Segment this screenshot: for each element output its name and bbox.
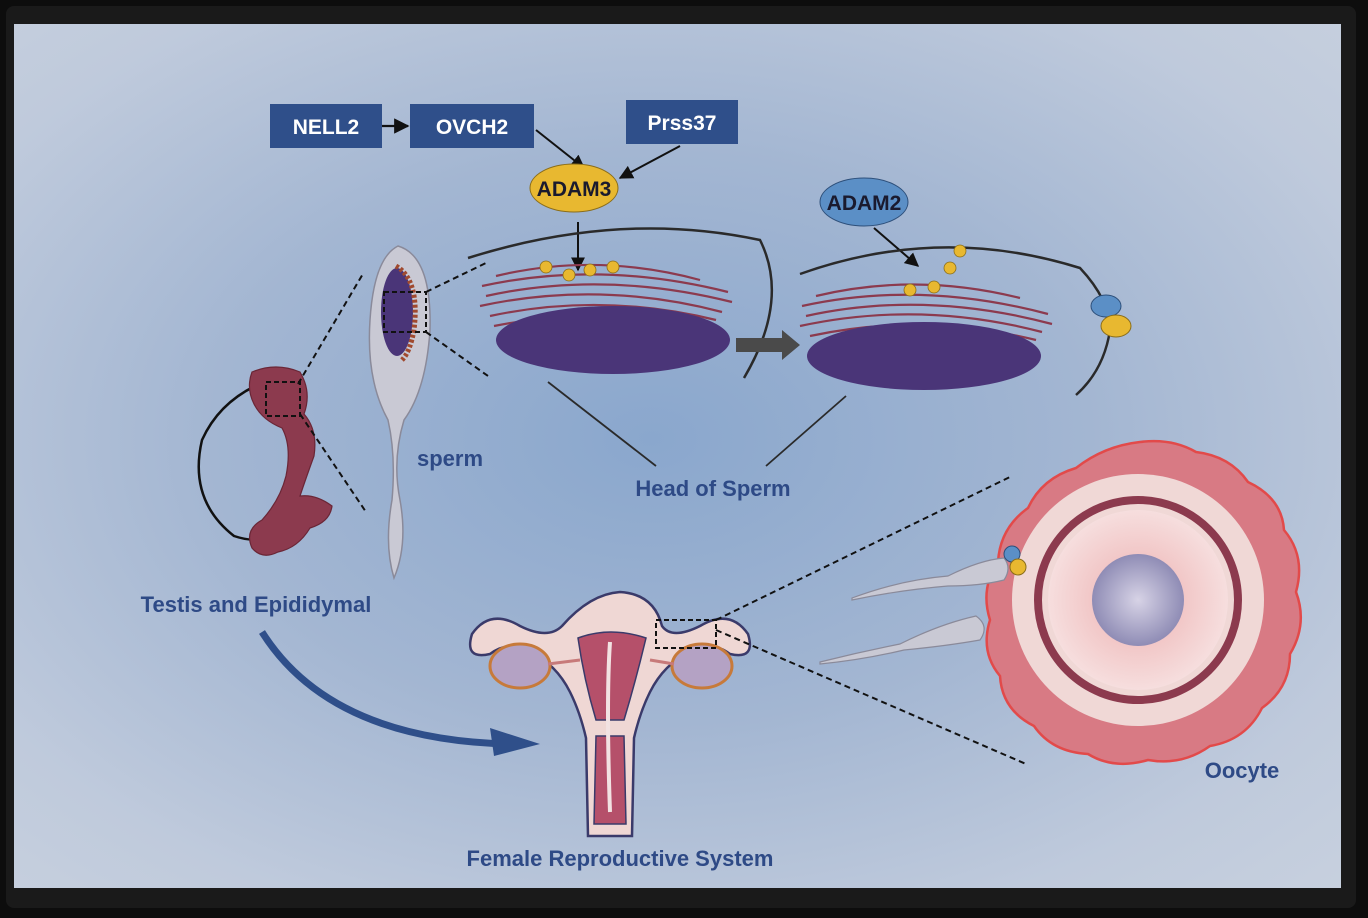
nell2-box: NELL2	[270, 104, 382, 148]
oocyte-membrane-ring	[1034, 496, 1242, 704]
sperm-cell	[368, 245, 431, 581]
sperm-binding-oocyte	[851, 545, 1027, 601]
oocyte-zoom-line-upper	[715, 475, 1013, 621]
sperm-zoom-box	[383, 291, 427, 333]
uterus	[468, 590, 752, 838]
arrow-adam2-down	[873, 227, 920, 267]
nucleus-right	[807, 322, 1041, 390]
adam3-label: ADAM3	[537, 178, 612, 201]
adam3-protein: ADAM3	[529, 163, 619, 213]
arrow-ovch2-adam3	[535, 129, 586, 169]
ovch2-label: OVCH2	[436, 116, 508, 139]
zoom-line-lower	[425, 331, 489, 377]
caption-line-right	[765, 395, 847, 467]
ovch2-box: OVCH2	[410, 104, 534, 148]
head-of-sperm-caption: Head of Sperm	[635, 476, 790, 501]
adam2-on-membrane	[1090, 294, 1122, 318]
adam3-on-membrane	[1100, 314, 1132, 338]
transition-arrow	[736, 330, 800, 360]
membrane-right	[799, 246, 1112, 396]
prss37-label: Prss37	[648, 112, 717, 135]
sperm-nucleus	[381, 268, 413, 356]
sperm-head-left	[467, 227, 774, 379]
testis-zoom-box	[265, 381, 301, 417]
ovary-left	[488, 642, 552, 690]
ovary-right	[670, 642, 734, 690]
oocyte-zoom-line-lower	[715, 629, 1027, 765]
oocyte	[985, 439, 1302, 766]
sperm-acrosome	[394, 263, 418, 362]
adam3-dots-left	[539, 260, 620, 282]
female-caption: Female Reproductive System	[467, 846, 774, 871]
adam2-label: ADAM2	[827, 192, 902, 215]
migration-arrow	[259, 630, 511, 748]
adam2-protein: ADAM2	[819, 177, 909, 227]
prss37-box: Prss37	[626, 100, 738, 144]
caption-line-left	[547, 381, 657, 467]
migration-arrowhead	[490, 728, 540, 756]
adam3-dots-right	[903, 244, 967, 297]
sperm-caption: sperm	[417, 446, 483, 471]
testis-epididymis	[197, 366, 333, 556]
tube-zoom-box	[655, 619, 717, 649]
arrow-prss37-adam3	[618, 145, 681, 179]
sperm-head-right	[799, 244, 1132, 396]
oocyte-caption: Oocyte	[1205, 758, 1280, 783]
sperm-swimming	[819, 615, 985, 665]
nucleus-left	[496, 306, 730, 374]
testis-zoom-line-upper	[297, 271, 365, 385]
testis-caption: Testis and Epididymal	[141, 592, 372, 617]
nell2-label: NELL2	[293, 116, 360, 139]
membrane-left	[467, 227, 774, 379]
zoom-line-upper	[425, 261, 489, 293]
oocyte-nucleus	[1092, 554, 1184, 646]
